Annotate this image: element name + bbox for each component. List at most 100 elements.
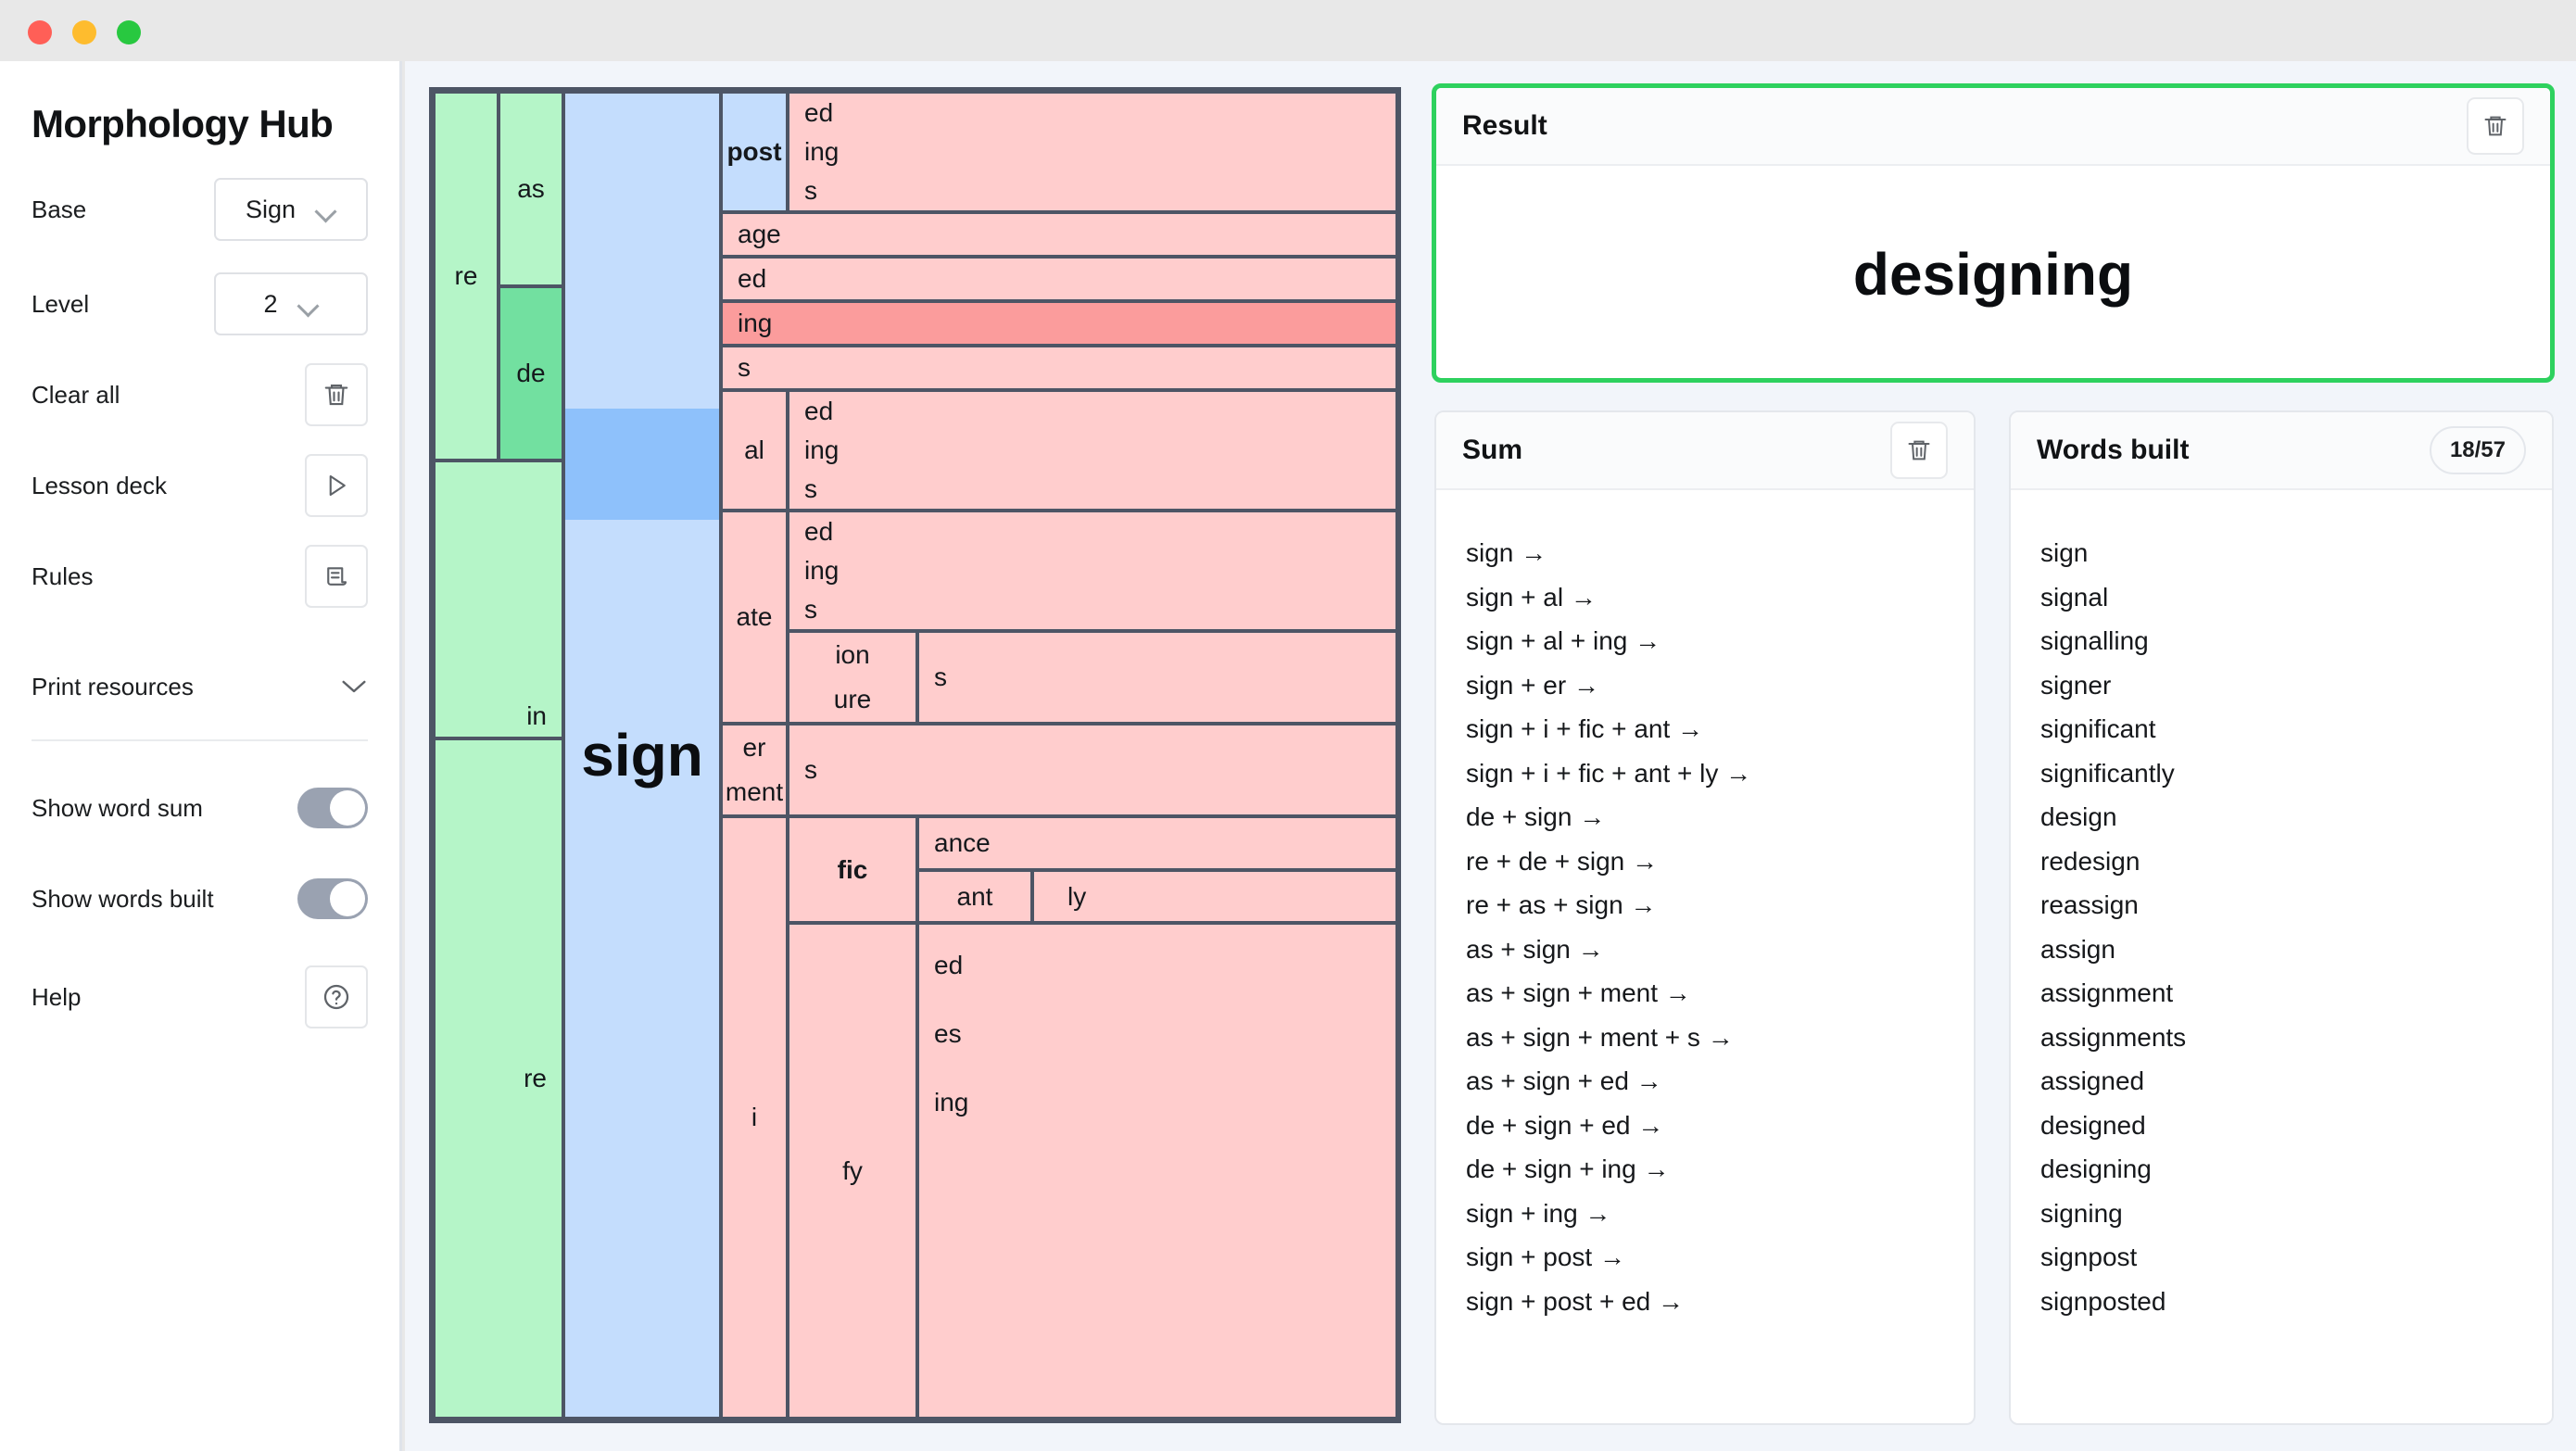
base-row: Base Sign <box>32 178 368 241</box>
matrix-suffix-ate-children[interactable]: ed ing s <box>788 511 1397 631</box>
matrix-cell-label: ly <box>1067 881 1087 911</box>
words-built-header: Words built 18/57 <box>2011 412 2552 490</box>
list-item[interactable]: sign + post + ed → <box>1466 1286 1685 1316</box>
list-item[interactable]: as + sign + ment → <box>1466 978 1691 1007</box>
matrix-cell-label: ion <box>835 640 870 669</box>
matrix-cell-label: i <box>751 1103 758 1131</box>
show-word-sum-label: Show word sum <box>32 793 203 822</box>
list-item[interactable]: signalling <box>2040 626 2149 655</box>
lesson-deck-button[interactable] <box>305 454 368 517</box>
show-words-built-toggle[interactable] <box>297 878 368 919</box>
list-item[interactable]: assigned <box>2040 1066 2145 1095</box>
matrix-prefix-as[interactable]: as <box>499 92 563 286</box>
result-clear-button[interactable] <box>2467 97 2524 155</box>
matrix-suffix-al[interactable]: al <box>721 390 788 511</box>
list-item[interactable]: signposted <box>2040 1286 2166 1316</box>
result-panel-header: Result <box>1436 88 2550 166</box>
matrix-prefix-de[interactable]: de <box>499 286 563 461</box>
list-item[interactable]: de + sign + ed → <box>1466 1110 1664 1140</box>
matrix-prefix-re-upper[interactable]: re <box>434 92 499 461</box>
matrix-cell-label: ed <box>738 264 767 293</box>
sum-list: sign → sign + al → sign + al + ing → sig… <box>1436 490 1974 1364</box>
matrix-suffix-er-ment[interactable]: er ment <box>721 724 788 816</box>
list-item[interactable]: as + sign → <box>1466 934 1604 964</box>
list-item[interactable]: redesign <box>2040 846 2140 876</box>
window-titlebar <box>0 0 2576 61</box>
list-item[interactable]: as + sign + ed → <box>1466 1066 1662 1095</box>
list-item[interactable]: signal <box>2040 582 2109 612</box>
matrix-suffix-ion-ure-s[interactable]: s <box>917 631 1397 724</box>
matrix-suffix-er-ment-s[interactable]: s <box>788 724 1397 816</box>
base-select[interactable]: Sign <box>214 178 368 241</box>
matrix-cell-label: s <box>804 474 817 503</box>
list-item[interactable]: re + as + sign → <box>1466 890 1657 919</box>
matrix-suffix-ant[interactable]: ant <box>917 870 1032 923</box>
matrix-suffix-ate[interactable]: ate <box>721 511 788 724</box>
list-item[interactable]: sign + ing → <box>1466 1198 1611 1228</box>
list-item[interactable]: sign → <box>1466 538 1547 567</box>
matrix-suffix-fy-children[interactable]: ed es ing <box>917 923 1397 1419</box>
rules-button[interactable] <box>305 545 368 608</box>
list-item[interactable]: sign <box>2040 538 2089 567</box>
list-item[interactable]: designing <box>2040 1154 2152 1183</box>
list-item[interactable]: sign + er → <box>1466 670 1599 700</box>
list-item[interactable]: sign + i + fic + ant + ly → <box>1466 758 1752 788</box>
list-item[interactable]: designed <box>2040 1110 2146 1140</box>
play-icon <box>329 474 346 497</box>
matrix-suffix-post[interactable]: post <box>721 92 788 212</box>
list-item[interactable]: reassign <box>2040 890 2139 919</box>
matrix-cell-label: s <box>804 176 817 205</box>
matrix-prefix-in[interactable]: in <box>434 461 563 738</box>
matrix-cell-label: fic <box>837 854 868 884</box>
matrix-suffix-s-g2[interactable]: s <box>721 346 1397 390</box>
list-item[interactable]: sign + al + ing → <box>1466 626 1661 655</box>
matrix-cell-label: s <box>804 755 817 784</box>
matrix-suffix-ed-g2[interactable]: ed <box>721 257 1397 301</box>
help-row: Help <box>32 965 368 1028</box>
level-select[interactable]: 2 <box>214 272 368 335</box>
list-item[interactable]: de + sign + ing → <box>1466 1154 1670 1183</box>
matrix-suffix-i[interactable]: i <box>721 816 788 1419</box>
list-item[interactable]: de + sign → <box>1466 802 1606 831</box>
list-item[interactable]: assignment <box>2040 978 2174 1007</box>
list-item[interactable]: signer <box>2040 670 2112 700</box>
matrix-suffix-fy[interactable]: fy <box>788 923 917 1419</box>
list-item[interactable]: sign + al → <box>1466 582 1597 612</box>
matrix-suffix-post-children[interactable]: ed ing s <box>788 92 1397 212</box>
list-item[interactable]: signing <box>2040 1198 2123 1228</box>
list-item[interactable]: signpost <box>2040 1243 2138 1271</box>
matrix-base-column[interactable]: sign <box>563 92 721 1419</box>
matrix-suffix-ing-selected[interactable]: ing <box>721 301 1397 346</box>
list-item[interactable]: significantly <box>2040 758 2175 788</box>
help-button[interactable] <box>305 965 368 1028</box>
matrix-cell-label: ing <box>738 309 773 337</box>
clear-all-button[interactable] <box>305 363 368 426</box>
matrix-cell-label: ed <box>934 951 964 979</box>
matrix-prefix-re-lower[interactable]: re <box>434 738 563 1419</box>
matrix-suffix-ance[interactable]: ance <box>917 816 1397 870</box>
list-item[interactable]: assignments <box>2040 1022 2187 1052</box>
matrix-base-highlight <box>565 409 719 520</box>
base-label: Base <box>32 195 87 223</box>
sum-clear-button[interactable] <box>1890 422 1948 479</box>
list-item[interactable]: as + sign + ment + s → <box>1466 1022 1734 1052</box>
zoom-button[interactable] <box>117 20 141 44</box>
list-item[interactable]: sign + post → <box>1466 1243 1625 1271</box>
toggle-knob <box>330 790 365 826</box>
list-item[interactable]: significant <box>2040 714 2156 743</box>
print-resources-accordion[interactable]: Print resources <box>32 665 368 708</box>
list-item[interactable]: assign <box>2040 934 2115 964</box>
matrix-cell-label: ing <box>804 137 840 166</box>
list-item[interactable]: re + de + sign → <box>1466 846 1659 876</box>
show-word-sum-toggle[interactable] <box>297 788 368 828</box>
matrix-suffix-age[interactable]: age <box>721 212 1397 257</box>
matrix-suffix-ly[interactable]: ly <box>1032 870 1397 923</box>
matrix-suffix-al-children[interactable]: ed ing s <box>788 390 1397 511</box>
close-button[interactable] <box>28 20 52 44</box>
matrix-suffix-ion-ure[interactable]: ion ure <box>788 631 917 724</box>
minimize-button[interactable] <box>72 20 96 44</box>
sum-title: Sum <box>1462 435 1523 465</box>
list-item[interactable]: design <box>2040 802 2117 831</box>
list-item[interactable]: sign + i + fic + ant → <box>1466 714 1704 743</box>
matrix-suffix-fic[interactable]: fic <box>788 816 917 923</box>
